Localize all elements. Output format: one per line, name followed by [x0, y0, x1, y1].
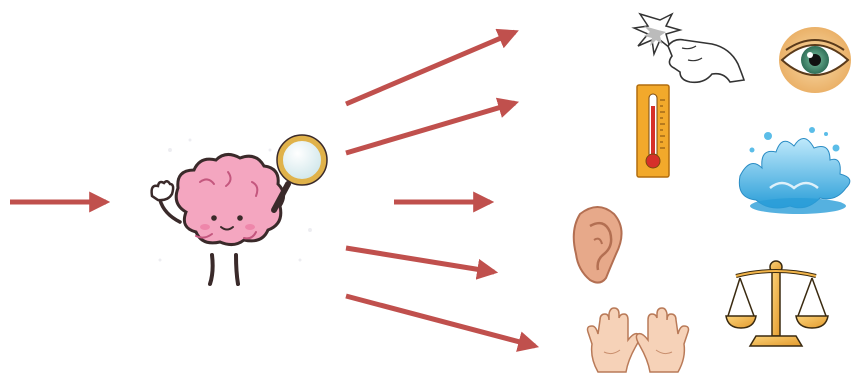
arrow-to-hands [345, 293, 540, 352]
arrow-to-thermometer [345, 97, 520, 156]
finger-touch-spark-icon [631, 12, 746, 84]
ear-icon [572, 206, 623, 284]
balance-scale-icon [725, 260, 829, 347]
open-hands-icon [586, 307, 690, 373]
eye-icon [779, 27, 851, 93]
brain-with-magnifying-glass-icon [150, 134, 328, 286]
thermometer-icon [636, 84, 670, 178]
water-splash-icon [738, 127, 851, 214]
arrow-to-upper-right [345, 28, 519, 107]
arrow-to-ear [345, 245, 499, 280]
